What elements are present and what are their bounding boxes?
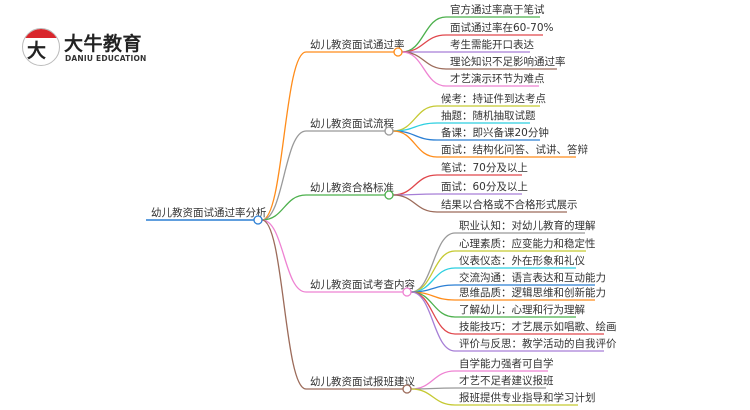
leaf-node[interactable]: 技能技巧：才艺展示如唱歌、绘画	[455, 320, 617, 335]
logo-name-cn: 大牛教育	[64, 33, 143, 55]
connector	[261, 219, 307, 390]
leaf-node[interactable]: 才艺不足者建议报班	[455, 374, 554, 389]
collapse-toggle-icon[interactable]	[402, 287, 412, 297]
leaf-node[interactable]: 面试通过率在60-70%	[446, 21, 554, 36]
leaf-node[interactable]: 报班提供专业指导和学习计划	[455, 391, 596, 406]
logo-name-en: DANIU EDUCATION	[65, 54, 147, 63]
logo-mark-icon: 大牛	[22, 28, 60, 66]
logo: 大牛 大牛教育 DANIU EDUCATION	[22, 28, 182, 68]
leaf-label: 才艺不足者建议报班	[459, 374, 554, 387]
leaf-node[interactable]: 自学能力强者可自学	[455, 357, 554, 372]
leaf-label: 心理素质：应变能力和稳定性	[459, 237, 596, 250]
collapse-toggle-icon[interactable]	[253, 215, 263, 225]
leaf-label: 面试：结构化问答、试讲、答辩	[441, 143, 588, 156]
leaf-label: 结果以合格或不合格形式展示	[441, 198, 578, 211]
leaf-label: 理论知识不足影响通过率	[450, 55, 566, 68]
leaf-label: 自学能力强者可自学	[459, 357, 554, 370]
leaf-node[interactable]: 备课：即兴备课20分钟	[437, 126, 549, 141]
connector	[401, 51, 447, 87]
branch-node[interactable]: 幼儿教资合格标准	[306, 181, 394, 196]
collapse-toggle-icon[interactable]	[402, 384, 412, 394]
connector	[392, 174, 438, 196]
leaf-label: 仪表仪态：外在形象和礼仪	[459, 254, 585, 267]
branch-node[interactable]: 幼儿教资面试流程	[306, 117, 394, 132]
connector	[261, 194, 307, 221]
leaf-node[interactable]: 思维品质：逻辑思维和创新能力	[455, 286, 606, 301]
connector	[392, 194, 438, 213]
connector	[410, 370, 456, 390]
leaf-node[interactable]: 面试：60分及以上	[437, 181, 528, 195]
collapse-toggle-icon[interactable]	[393, 47, 403, 57]
leaf-label: 官方通过率高于笔试	[450, 3, 545, 16]
leaf-label: 面试通过率在60-70%	[450, 21, 554, 34]
connector	[261, 51, 307, 221]
leaf-label: 才艺演示环节为难点	[450, 72, 545, 85]
leaf-label: 笔试：70分及以上	[441, 161, 528, 174]
leaf-node[interactable]: 候考：持证件到达考点	[437, 92, 546, 107]
leaf-label: 备课：即兴备课20分钟	[441, 126, 549, 139]
branch-node[interactable]: 幼儿教资面试考查内容	[306, 278, 415, 293]
connector	[410, 291, 456, 352]
leaf-label: 思维品质：逻辑思维和创新能力	[459, 286, 606, 299]
branch-label: 幼儿教资合格标准	[310, 181, 394, 194]
branch-node[interactable]: 幼儿教资面试报班建议	[306, 375, 415, 390]
leaf-node[interactable]: 了解幼儿：心理和行为理解	[455, 303, 585, 318]
collapse-toggle-icon[interactable]	[384, 190, 394, 200]
leaf-label: 报班提供专业指导和学习计划	[459, 391, 596, 404]
leaf-node[interactable]: 理论知识不足影响通过率	[446, 55, 566, 70]
leaf-node[interactable]: 考生需能开口表达	[446, 38, 534, 53]
leaf-node[interactable]: 结果以合格或不合格形式展示	[437, 198, 578, 213]
leaf-node[interactable]: 评价与反思：教学活动的自我评价	[455, 337, 617, 352]
leaf-label: 面试：60分及以上	[441, 181, 528, 193]
leaf-node[interactable]: 职业认知：对幼儿教育的理解	[455, 219, 596, 234]
leaf-node[interactable]: 抽题：随机抽取试题	[437, 109, 536, 124]
leaf-label: 评价与反思：教学活动的自我评价	[459, 337, 617, 350]
leaf-node[interactable]: 交流沟通：语言表达和互动能力	[455, 271, 606, 286]
connector	[401, 34, 447, 53]
leaf-label: 职业认知：对幼儿教育的理解	[459, 219, 596, 232]
branch-label: 幼儿教资面试考查内容	[310, 278, 415, 291]
connector	[392, 130, 438, 158]
connector	[401, 51, 447, 70]
branch-label: 幼儿教资面试流程	[310, 117, 394, 130]
leaf-node[interactable]: 笔试：70分及以上	[437, 161, 528, 176]
leaf-label: 考生需能开口表达	[450, 38, 534, 51]
leaf-node[interactable]: 才艺演示环节为难点	[446, 72, 545, 87]
collapse-toggle-icon[interactable]	[384, 126, 394, 136]
leaf-label: 了解幼儿：心理和行为理解	[459, 303, 585, 316]
connector	[261, 130, 307, 221]
root-node[interactable]: 幼儿教资面试通过率分析	[146, 206, 267, 221]
leaf-label: 抽题：随机抽取试题	[441, 109, 536, 122]
leaf-node[interactable]: 面试：结构化问答、试讲、答辩	[437, 143, 588, 158]
branch-node[interactable]: 幼儿教资面试通过率	[306, 38, 405, 53]
branch-label: 幼儿教资面试通过率	[310, 38, 405, 51]
connector	[401, 16, 447, 53]
root-label: 幼儿教资面试通过率分析	[151, 206, 267, 219]
leaf-node[interactable]: 仪表仪态：外在形象和礼仪	[455, 254, 585, 269]
leaf-label: 交流沟通：语言表达和互动能力	[459, 271, 606, 284]
connector	[410, 232, 456, 293]
connector	[261, 219, 307, 293]
branch-label: 幼儿教资面试报班建议	[310, 375, 415, 388]
leaf-node[interactable]: 心理素质：应变能力和稳定性	[455, 237, 596, 252]
leaf-label: 候考：持证件到达考点	[441, 92, 546, 105]
connector	[410, 388, 456, 406]
leaf-node[interactable]: 官方通过率高于笔试	[446, 3, 545, 18]
leaf-label: 技能技巧：才艺展示如唱歌、绘画	[459, 320, 617, 333]
connector	[410, 291, 456, 335]
